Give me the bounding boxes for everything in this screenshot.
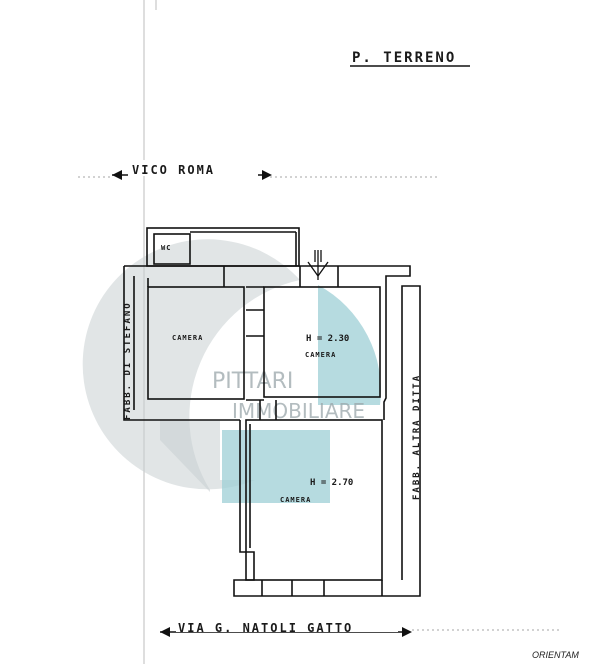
room-label-camera-right: CAMERA xyxy=(305,351,336,359)
walls xyxy=(123,227,421,597)
room-label-camera-left: CAMERA xyxy=(172,334,203,342)
room-height-camera-bottom: H = 2.70 xyxy=(310,478,353,488)
street-top-label: VICO ROMA xyxy=(132,163,215,177)
room-height-camera-right: H = 2.30 xyxy=(306,334,349,344)
watermark-logo: PITTARI IMMOBILIARE xyxy=(82,239,381,503)
watermark-grey-arc xyxy=(82,239,300,490)
watermark-teal-arc xyxy=(318,285,381,405)
side-label-left: FABB. DI STEFANO xyxy=(123,301,133,420)
room-label-camera-bottom: CAMERA xyxy=(280,496,311,504)
entrance-arrow-icon xyxy=(307,250,329,280)
orientation-label: ORIENTAM xyxy=(532,650,579,660)
floor-title: P. TERRENO xyxy=(352,50,456,66)
watermark-grey-wedge xyxy=(160,420,210,492)
street-bottom-label: VIA G. NATOLI GATTO xyxy=(178,621,353,635)
side-label-right: FABB. ALTRA DITTA xyxy=(412,374,422,500)
watermark-text-line2: IMMOBILIARE xyxy=(232,399,365,423)
watermark-teal-block xyxy=(222,430,330,503)
wc-label: WC xyxy=(161,244,171,252)
watermark-text-line1: PITTARI xyxy=(212,369,293,394)
